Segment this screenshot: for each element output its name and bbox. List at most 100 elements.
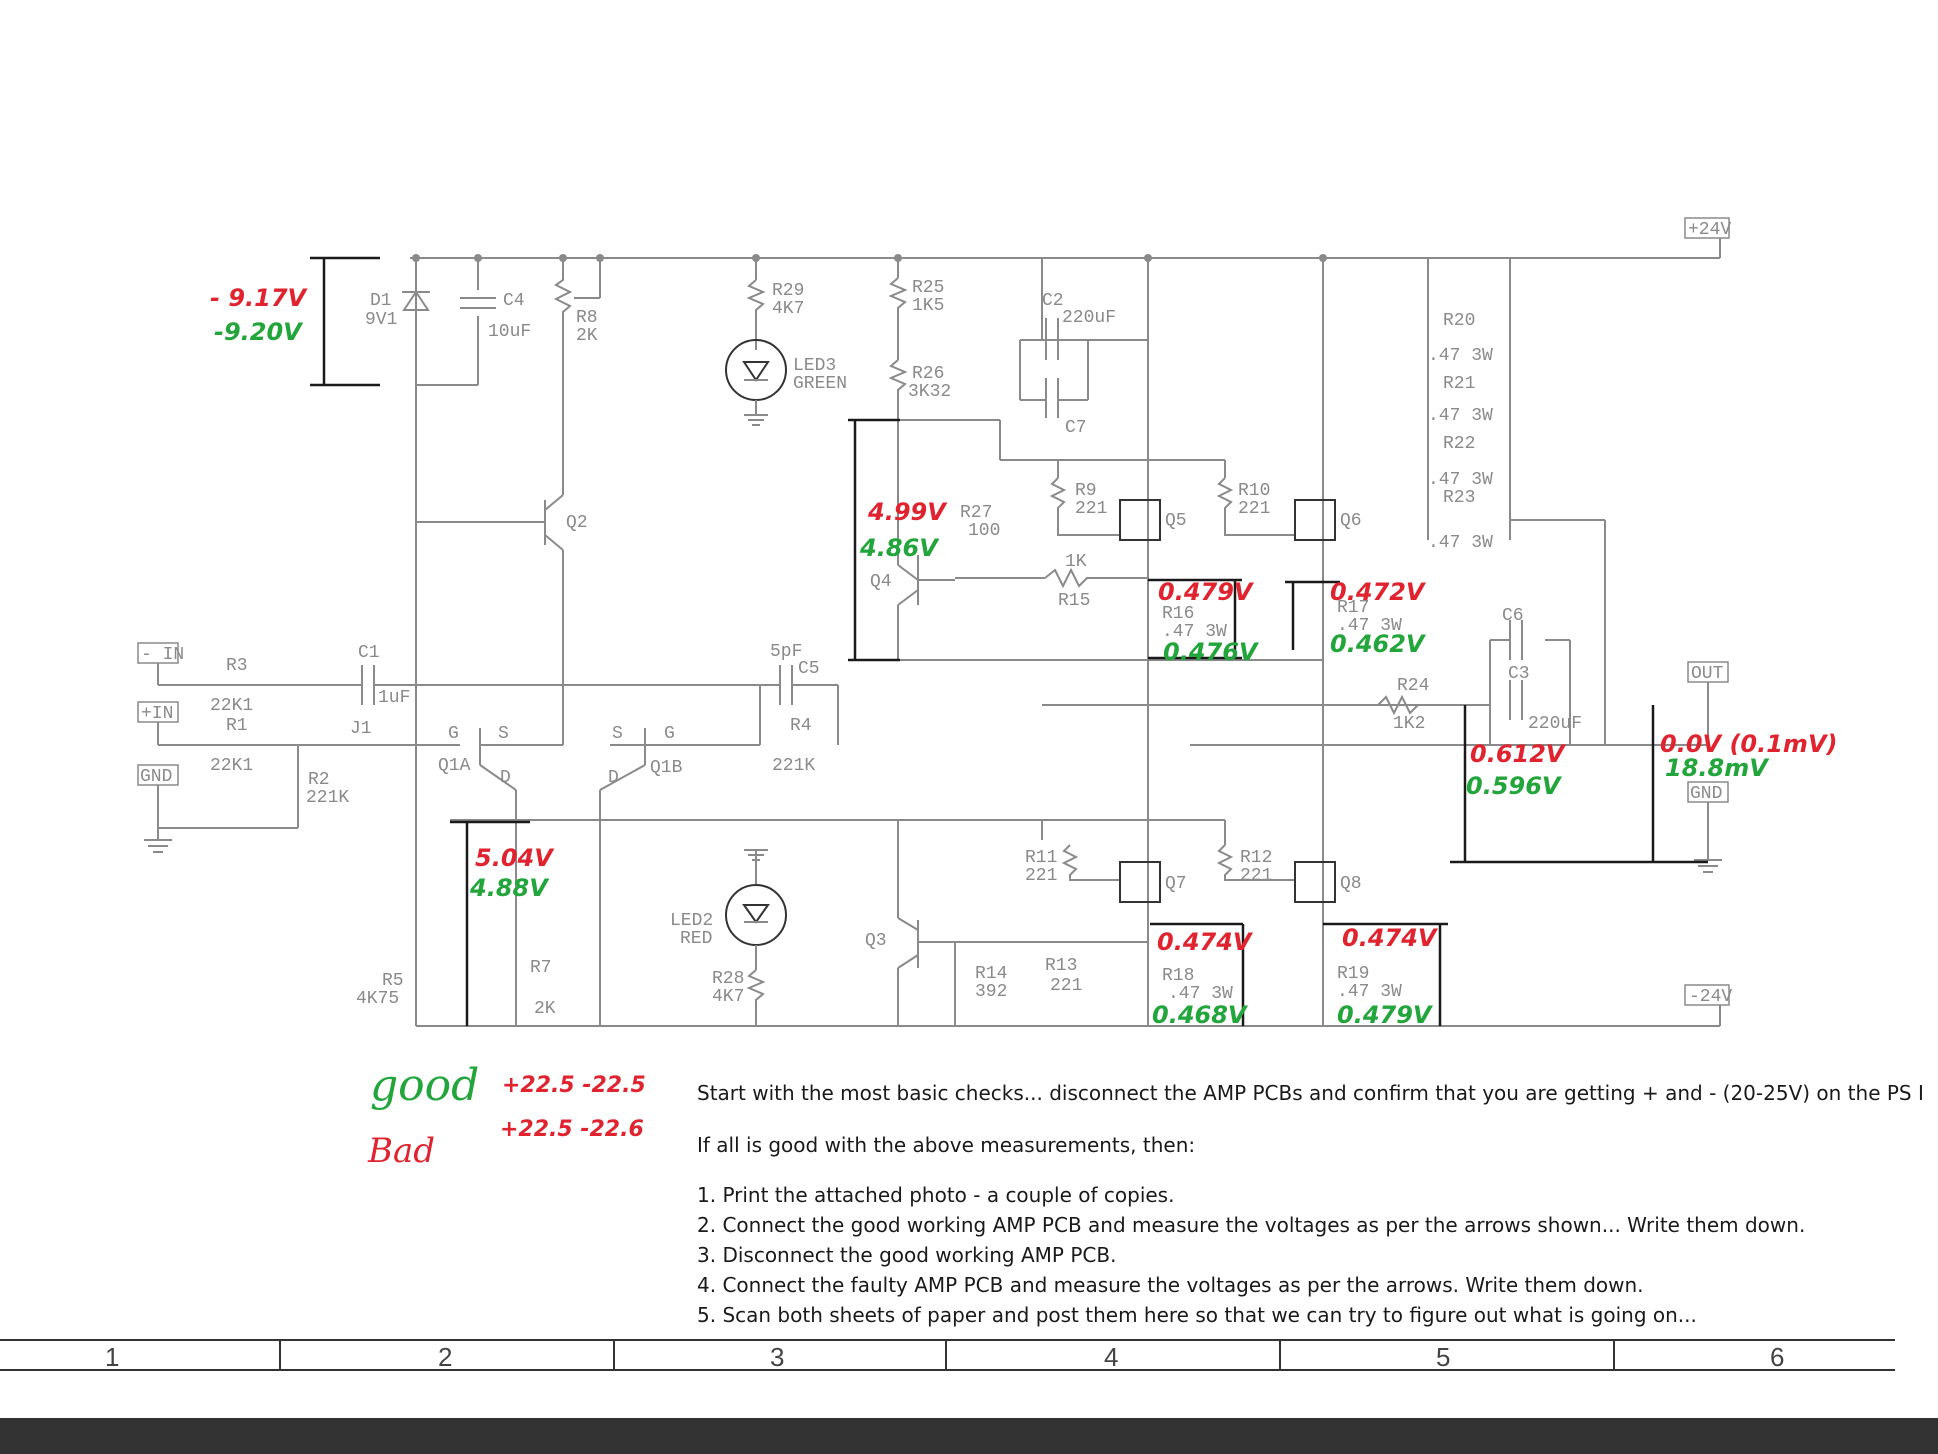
r16-value: .47 3W bbox=[1162, 622, 1227, 642]
r13-label: R13 bbox=[1045, 956, 1077, 976]
r16-faulty-reading: 0.476V bbox=[1163, 638, 1260, 666]
q2-transistor: Q2 bbox=[416, 494, 588, 745]
r18-label: R18 bbox=[1162, 966, 1194, 986]
output-terminals: OUT GND bbox=[1687, 661, 1729, 873]
positive-rail: +24V bbox=[410, 217, 1731, 262]
c3-label: C3 bbox=[1508, 664, 1530, 684]
bad-note-label: Bad bbox=[367, 1131, 435, 1171]
q1b-gate-label: G bbox=[664, 724, 675, 744]
upper-output-stage: R9 221 Q5 R10 221 Q6 1K R15 R16 .47 3W R… bbox=[955, 258, 1402, 1026]
instructions-intro: Start with the most basic checks... disc… bbox=[697, 1081, 1924, 1105]
r9-value: 221 bbox=[1075, 499, 1107, 519]
q4-label: Q4 bbox=[870, 572, 892, 592]
r28-label: R28 bbox=[712, 969, 744, 989]
r21-value: .47 3W bbox=[1428, 406, 1493, 426]
led2-color: RED bbox=[680, 929, 712, 949]
grid-col-2: 2 bbox=[438, 1342, 452, 1372]
r8-value: 2K bbox=[576, 326, 598, 346]
out-good-reading: 0.0V (0.1mV) bbox=[1660, 730, 1837, 758]
grid-col-1: 1 bbox=[105, 1342, 119, 1372]
pos-rail-tag bbox=[1684, 217, 1730, 239]
r17-value: .47 3W bbox=[1337, 616, 1402, 636]
r3-label: R3 bbox=[226, 656, 248, 676]
r29-label: R29 bbox=[772, 281, 804, 301]
r14-label: R14 bbox=[975, 964, 1007, 984]
viewer-bottom-bar bbox=[0, 1418, 1938, 1454]
r12-value: 221 bbox=[1240, 866, 1272, 886]
q4-vbe-multiplier: Q4 R27 100 bbox=[870, 503, 1323, 661]
q4-faulty-reading: 4.86V bbox=[859, 534, 940, 562]
d1-label: D1 bbox=[370, 291, 392, 311]
r7-faulty-reading: 4.88V bbox=[469, 874, 550, 902]
grid-col-4: 4 bbox=[1104, 1342, 1118, 1372]
q1b-drain-label: D bbox=[608, 768, 619, 788]
r5-r7-branch: R5 4K75 R7 2K bbox=[356, 935, 556, 1026]
instruction-step-5: 5. Scan both sheets of paper and post th… bbox=[697, 1303, 1697, 1327]
neg-rail-tag bbox=[1684, 984, 1730, 1006]
out-faulty-reading: 18.8mV bbox=[1665, 754, 1770, 782]
good-note-values: +22.5 -22.5 bbox=[502, 1073, 646, 1098]
j1-label: J1 bbox=[350, 719, 372, 739]
c2-value: 220uF bbox=[1062, 308, 1116, 328]
schematic-sheet: +24V -24V D1 9V1 C4 10uF R8 2K - 9.17V -… bbox=[0, 0, 1938, 1418]
r7-value: 2K bbox=[534, 999, 556, 1019]
r29-value: 4K7 bbox=[772, 299, 804, 319]
r20-r23-bank: R20 .47 3W R21 .47 3W R22 .47 3W R23 .47… bbox=[1427, 258, 1606, 745]
r18-value: .47 3W bbox=[1168, 984, 1233, 1004]
q1a-drain-label: D bbox=[500, 768, 511, 788]
led2-label: LED2 bbox=[670, 911, 713, 931]
r26-label: R26 bbox=[912, 364, 944, 384]
in-neg-label: - IN bbox=[141, 645, 184, 665]
led2-icon bbox=[725, 884, 787, 946]
r9-resistor-icon bbox=[1049, 477, 1120, 536]
r5-value: 4K75 bbox=[356, 989, 399, 1009]
good-note-label: good bbox=[370, 1060, 479, 1111]
grid-col-6: 6 bbox=[1770, 1342, 1784, 1372]
r2-label: R2 bbox=[308, 770, 330, 790]
instruction-step-1: 1. Print the attached photo - a couple o… bbox=[697, 1183, 1174, 1207]
schematic-diagram: +24V -24V D1 9V1 C4 10uF R8 2K - 9.17V -… bbox=[0, 217, 1924, 1372]
c5-value: 5pF bbox=[770, 642, 802, 662]
r2-value: 221K bbox=[306, 788, 349, 808]
c6-label: C6 bbox=[1502, 606, 1524, 626]
c4-value: 10uF bbox=[488, 322, 531, 342]
bad-note-values: +22.5 -22.6 bbox=[500, 1117, 644, 1142]
r14-value: 392 bbox=[975, 982, 1007, 1002]
r17-faulty-reading: 0.462V bbox=[1330, 630, 1427, 658]
r15-resistor-icon bbox=[1044, 567, 1148, 589]
q4-good-reading: 4.99V bbox=[867, 498, 948, 526]
r15-value: 1K bbox=[1065, 552, 1087, 572]
r11-label: R11 bbox=[1025, 848, 1057, 868]
r22-label: R22 bbox=[1443, 434, 1475, 454]
r8-label: R8 bbox=[576, 308, 598, 328]
neg-rail-label: -24V bbox=[1689, 987, 1732, 1007]
c3-value: 220uF bbox=[1528, 714, 1582, 734]
r20-value: .47 3W bbox=[1428, 346, 1493, 366]
r10-value: 221 bbox=[1238, 499, 1270, 519]
r5-label: R5 bbox=[382, 971, 404, 991]
r24-value: 1K2 bbox=[1393, 714, 1425, 734]
q5-mosfet-icon bbox=[1119, 499, 1161, 541]
q1a-source-label: S bbox=[498, 724, 509, 744]
instruction-step-4: 4. Connect the faulty AMP PCB and measur… bbox=[697, 1273, 1644, 1297]
zener-block: D1 9V1 C4 10uF R8 2K bbox=[365, 258, 601, 1026]
r25-r26-branch: R25 1K5 R26 3K32 bbox=[888, 258, 1225, 565]
led3-branch: R29 4K7 LED3 GREEN bbox=[725, 258, 847, 426]
r10-resistor-icon bbox=[1216, 477, 1295, 536]
q3-label: Q3 bbox=[865, 931, 887, 951]
r25-value: 1K5 bbox=[912, 296, 944, 316]
gnd-left-label: GND bbox=[140, 767, 172, 787]
r12-label: R12 bbox=[1240, 848, 1272, 868]
q1b-label: Q1B bbox=[650, 758, 683, 778]
r1-label: R1 bbox=[226, 716, 248, 736]
r20-label: R20 bbox=[1443, 311, 1475, 331]
q6-mosfet-icon bbox=[1294, 499, 1336, 541]
r9-label: R9 bbox=[1075, 481, 1097, 501]
c2-c7-caps: C2 220uF C7 bbox=[1019, 258, 1148, 438]
out-label: OUT bbox=[1691, 664, 1724, 684]
r27-value: 100 bbox=[968, 521, 1000, 541]
r10-label: R10 bbox=[1238, 481, 1270, 501]
r11-resistor-icon bbox=[1061, 844, 1120, 881]
r17-label: R17 bbox=[1337, 598, 1369, 618]
c2-label: C2 bbox=[1042, 291, 1064, 311]
